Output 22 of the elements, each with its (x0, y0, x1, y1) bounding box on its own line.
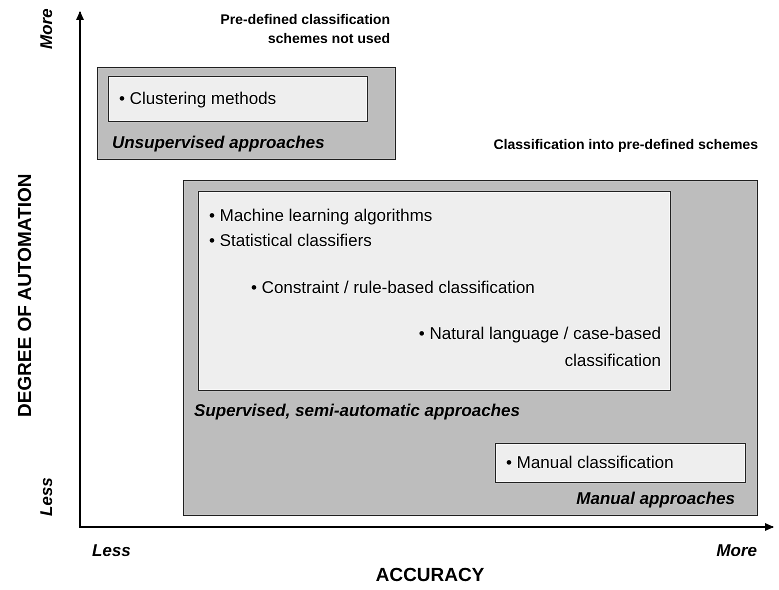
axis-end-label: Less (92, 541, 131, 561)
list-item: • Natural language / case-based classification (418, 323, 661, 372)
list-item: • Clustering methods (119, 89, 276, 109)
method-box (495, 443, 746, 483)
group-panel (97, 67, 396, 160)
axis-title: DEGREE OF AUTOMATION (16, 172, 36, 419)
list-item: • Constraint / rule-based classification (251, 278, 535, 298)
group-title: Unsupervised approaches (112, 133, 325, 153)
axis-title: ACCURACY (374, 566, 486, 586)
group-panel (183, 180, 758, 516)
axis-end-label: More (37, 8, 57, 51)
group-title: Manual approaches (576, 489, 735, 509)
method-box (198, 191, 671, 391)
list-item: • Manual classification (506, 453, 674, 473)
axis-end-label: Less (37, 476, 57, 516)
group-heading: Classification into pre-defined schemes (492, 135, 758, 154)
method-box (108, 76, 368, 122)
group-title: Supervised, semi-automatic approaches (194, 401, 520, 421)
list-item: • Machine learning algorithms (209, 206, 432, 226)
axis-end-label: More (715, 541, 757, 561)
list-item: • Statistical classifiers (209, 231, 372, 251)
group-heading: Pre-defined classification schemes not used (219, 10, 390, 48)
